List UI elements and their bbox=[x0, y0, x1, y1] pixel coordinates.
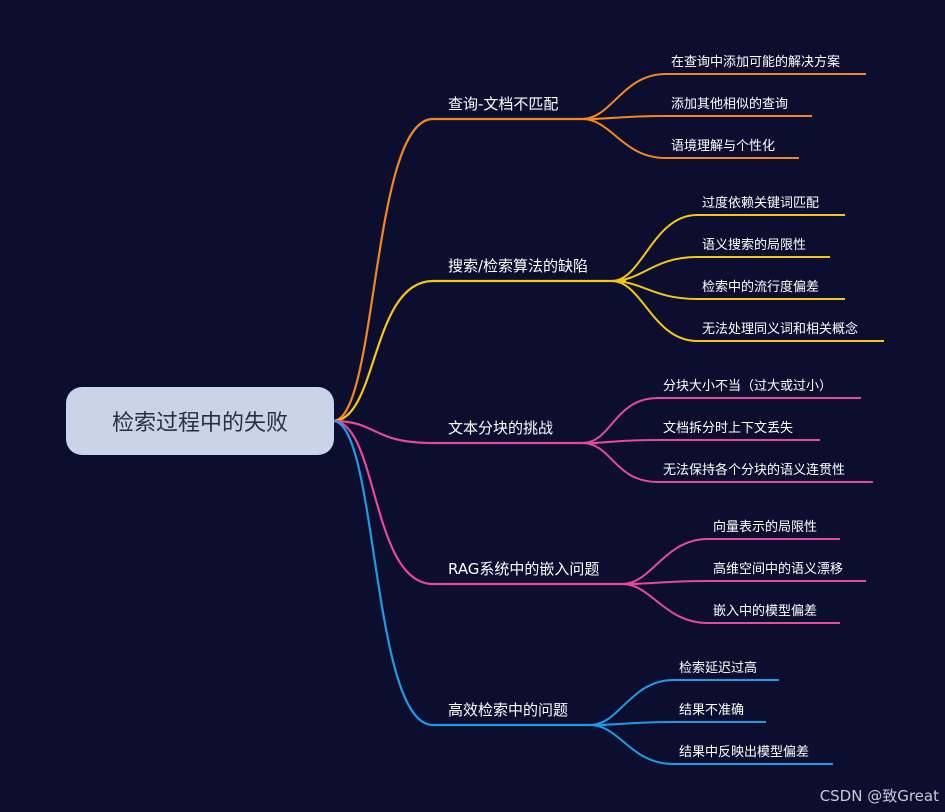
connector-branch-2-leaf-4 bbox=[611, 280, 698, 342]
connector-branch-1-leaf-3 bbox=[581, 118, 667, 159]
leaf-1-1-label[interactable]: 在查询中添加可能的解决方案 bbox=[671, 54, 840, 70]
leaf-2-3-label[interactable]: 检索中的流行度偏差 bbox=[702, 279, 819, 295]
root-node[interactable]: 检索过程中的失败 bbox=[66, 387, 334, 455]
branch-5-label[interactable]: 高效检索中的问题 bbox=[448, 701, 568, 719]
connector-branch-4-leaf-1 bbox=[621, 538, 709, 585]
leaf-1-3-label[interactable]: 语境理解与个性化 bbox=[671, 139, 775, 154]
branch-nodes: 查询-文档不匹配 在查询中添加可能的解决方案添加其他相似的查询语境理解与个性化搜索… bbox=[448, 54, 858, 760]
leaf-5-1-label[interactable]: 检索延迟过高 bbox=[679, 660, 757, 676]
connector-root-branch-4 bbox=[332, 419, 434, 586]
connector-root-branch-5 bbox=[332, 419, 434, 727]
connector-root-branch-2 bbox=[332, 279, 434, 423]
connector-branch-4-leaf-2 bbox=[621, 580, 709, 585]
leaf-1-2-label[interactable]: 添加其他相似的查询 bbox=[671, 96, 788, 112]
connector-lines bbox=[332, 73, 884, 765]
connector-branch-3-leaf-1 bbox=[581, 397, 659, 444]
branch-3-label[interactable]: 文本分块的挑战 bbox=[448, 419, 553, 437]
connector-branch-2-leaf-3 bbox=[611, 280, 698, 300]
connector-branch-5-leaf-3 bbox=[589, 724, 675, 765]
connector-branch-2-leaf-1 bbox=[611, 214, 698, 282]
leaf-3-3-label[interactable]: 无法保持各个分块的语义连贯性 bbox=[663, 462, 845, 478]
leaf-2-4-label[interactable]: 无法处理同义词和相关概念 bbox=[702, 321, 858, 337]
branch-1-label[interactable]: 查询-文档不匹配 bbox=[448, 95, 558, 113]
leaf-5-2-label[interactable]: 结果不准确 bbox=[679, 703, 744, 718]
connector-root-branch-1 bbox=[332, 117, 434, 423]
connector-branch-5-leaf-1 bbox=[589, 679, 675, 726]
leaf-5-3-label[interactable]: 结果中反映出模型偏差 bbox=[679, 745, 809, 760]
leaf-4-2-label[interactable]: 高维空间中的语义漂移 bbox=[713, 561, 843, 577]
connector-branch-1-leaf-2 bbox=[581, 115, 667, 120]
leaf-4-1-label[interactable]: 向量表示的局限性 bbox=[713, 519, 817, 535]
connector-branch-3-leaf-3 bbox=[581, 442, 659, 483]
leaf-2-2-label[interactable]: 语义搜索的局限性 bbox=[702, 237, 806, 253]
leaf-4-3-label[interactable]: 嵌入中的模型偏差 bbox=[713, 603, 817, 619]
watermark: CSDN @致Great bbox=[819, 787, 939, 805]
connector-branch-5-leaf-2 bbox=[589, 721, 675, 726]
connector-branch-4-leaf-3 bbox=[621, 583, 709, 624]
leaf-3-1-label[interactable]: 分块大小不当（过大或过小） bbox=[663, 379, 832, 394]
connector-branch-2-leaf-2 bbox=[611, 256, 698, 282]
root-node-label: 检索过程中的失败 bbox=[112, 411, 288, 436]
connector-branch-1-leaf-1 bbox=[581, 73, 667, 120]
leaf-3-2-label[interactable]: 文档拆分时上下文丢失 bbox=[663, 421, 793, 436]
branch-2-label[interactable]: 搜索/检索算法的缺陷 bbox=[448, 257, 588, 275]
root-node-box bbox=[66, 387, 334, 455]
connector-root-branch-3 bbox=[332, 419, 434, 445]
branch-4-label[interactable]: RAG系统中的嵌入问题 bbox=[448, 560, 599, 578]
leaf-2-1-label[interactable]: 过度依赖关键词匹配 bbox=[702, 195, 819, 211]
